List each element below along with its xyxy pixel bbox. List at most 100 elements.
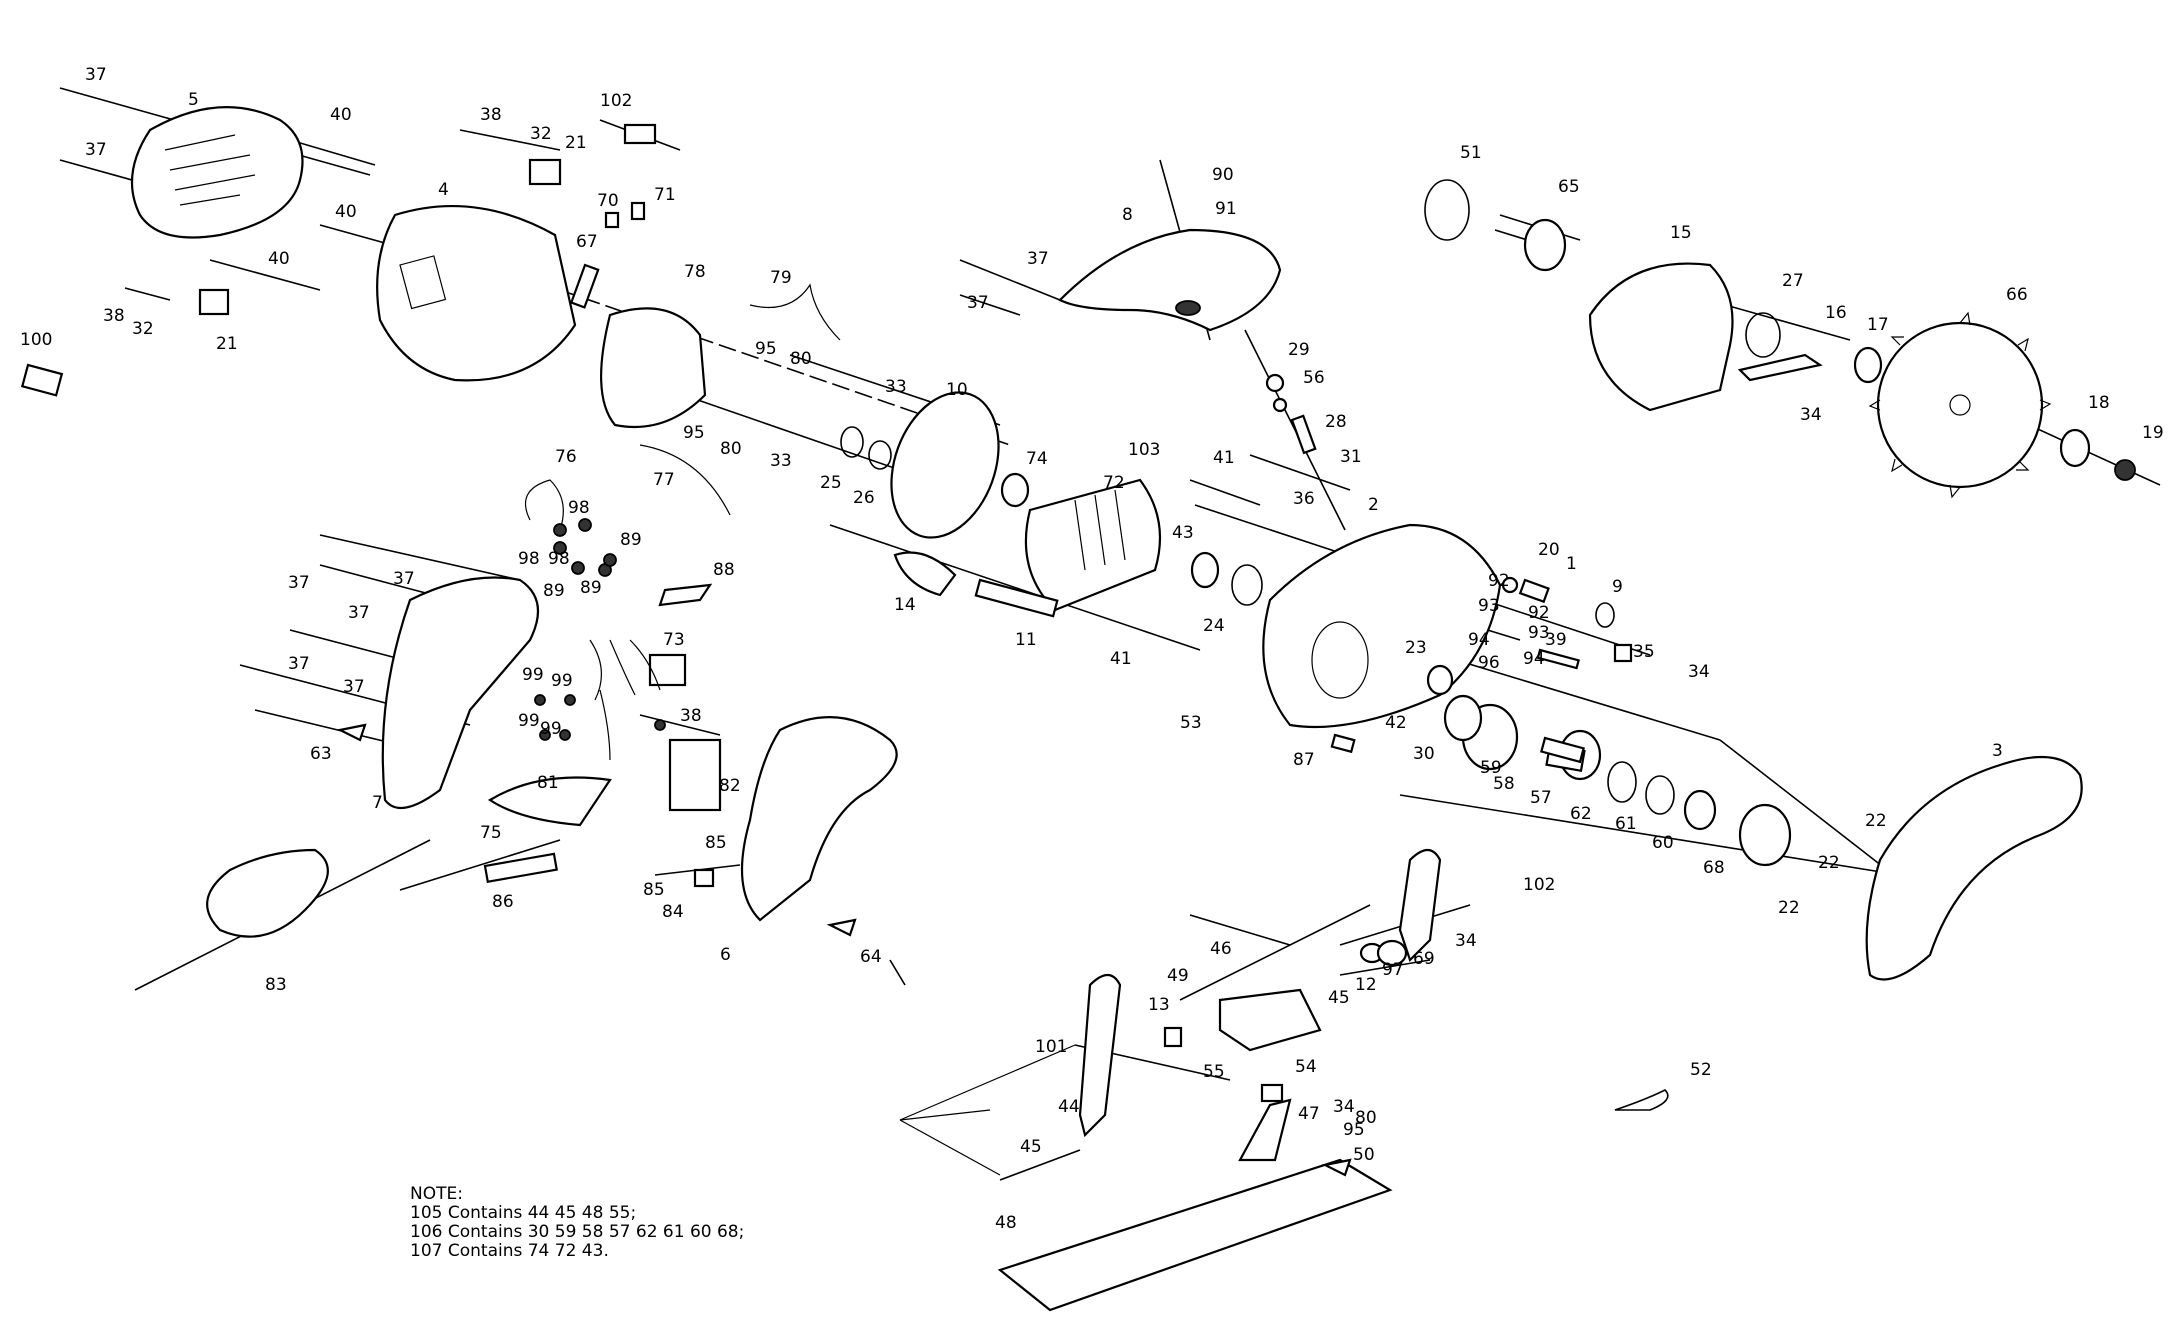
part-8-auxiliary-handle <box>1058 228 1282 332</box>
callout: 62 <box>1570 804 1592 824</box>
callout: 2 <box>1368 495 1379 515</box>
callout: 22 <box>1778 898 1800 918</box>
part-callouts: 37 5 40 37 40 40 38 32 21 102 4 70 71 67… <box>20 65 2164 1233</box>
callout: 92 <box>1488 571 1510 591</box>
note-line: 107 Contains 74 72 43. <box>410 1241 609 1261</box>
callout: 40 <box>330 105 352 125</box>
callout: 33 <box>770 451 792 471</box>
callout: 11 <box>1015 630 1037 650</box>
callout: 44 <box>1058 1097 1080 1117</box>
callout: 71 <box>654 185 676 205</box>
callout: 83 <box>265 975 287 995</box>
callout: 34 <box>1455 931 1477 951</box>
callout: 20 <box>1538 540 1560 560</box>
callout: 49 <box>1167 966 1189 986</box>
callout: 7 <box>372 793 383 813</box>
callout: 90 <box>1212 165 1234 185</box>
callout: 14 <box>894 595 916 615</box>
callout: 16 <box>1825 303 1847 323</box>
callout: 28 <box>1325 412 1347 432</box>
callout: 60 <box>1652 833 1674 853</box>
callout: 73 <box>663 630 685 650</box>
callout: 59 <box>1480 758 1502 778</box>
callout: 34 <box>1688 662 1710 682</box>
callout: 22 <box>1818 853 1840 873</box>
parts <box>20 106 2136 1312</box>
part-3-lower-guard <box>1865 755 2083 981</box>
callout: 40 <box>335 202 357 222</box>
callout: 37 <box>85 65 107 85</box>
callout: 31 <box>1340 447 1362 467</box>
callout: 52 <box>1690 1060 1712 1080</box>
callout: 3 <box>1992 741 2003 761</box>
callout: 99 <box>518 711 540 731</box>
callout: 37 <box>288 654 310 674</box>
callout: 33 <box>885 377 907 397</box>
callout: 77 <box>653 470 675 490</box>
part-103-armature <box>1024 478 1162 612</box>
callout: 30 <box>1413 744 1435 764</box>
callout: 79 <box>770 268 792 288</box>
callout: 19 <box>2142 423 2164 443</box>
callout: 80 <box>790 349 812 369</box>
callout: 41 <box>1110 649 1132 669</box>
callout: 74 <box>1026 449 1048 469</box>
callout: 93 <box>1478 596 1500 616</box>
callout: 21 <box>565 133 587 153</box>
callout: 100 <box>20 330 52 350</box>
callout: 37 <box>85 140 107 160</box>
callout: 58 <box>1493 774 1515 794</box>
callout: 91 <box>1215 199 1237 219</box>
callout: 48 <box>995 1213 1017 1233</box>
callout: 12 <box>1355 975 1377 995</box>
callout: 102 <box>1523 875 1555 895</box>
callout: 34 <box>1800 405 1822 425</box>
callout: 17 <box>1867 315 1889 335</box>
callout: 94 <box>1468 630 1490 650</box>
callout: 98 <box>548 549 570 569</box>
callout: 39 <box>1545 630 1567 650</box>
callout: 42 <box>1385 713 1407 733</box>
callout: 99 <box>522 665 544 685</box>
callout: 70 <box>597 191 619 211</box>
part-66-saw-blade <box>1876 321 2044 489</box>
callout: 97 <box>1382 960 1404 980</box>
callout: 46 <box>1210 939 1232 959</box>
callout: 56 <box>1303 368 1325 388</box>
callout: 32 <box>530 124 552 144</box>
callout: 80 <box>1355 1108 1377 1128</box>
part-4-motor-housing <box>376 204 577 382</box>
callout: 98 <box>518 549 540 569</box>
callout: 29 <box>1288 340 1310 360</box>
callout: 84 <box>662 902 684 922</box>
callout: 61 <box>1615 814 1637 834</box>
callout: 93 <box>1528 623 1550 643</box>
callout: 89 <box>580 578 602 598</box>
callout: 54 <box>1295 1057 1317 1077</box>
callout: 13 <box>1148 995 1170 1015</box>
callout: 80 <box>720 439 742 459</box>
callout: 96 <box>1478 653 1500 673</box>
callout: 5 <box>188 90 199 110</box>
callout: 67 <box>576 232 598 252</box>
callout: 37 <box>348 603 370 623</box>
callout: 45 <box>1020 1137 1042 1157</box>
callout: 68 <box>1703 858 1725 878</box>
callout: 53 <box>1180 713 1202 733</box>
callout: 37 <box>967 293 989 313</box>
callout: 88 <box>713 560 735 580</box>
callout: 37 <box>1027 249 1049 269</box>
callout: 26 <box>853 488 875 508</box>
callout: 95 <box>683 423 705 443</box>
callout: 38 <box>103 306 125 326</box>
callout: 87 <box>1293 750 1315 770</box>
callout: 89 <box>543 581 565 601</box>
callout: 9 <box>1612 577 1623 597</box>
callout: 99 <box>551 671 573 691</box>
callout: 64 <box>860 947 882 967</box>
callout: 82 <box>719 776 741 796</box>
callout: 4 <box>438 180 449 200</box>
callout: 81 <box>537 773 559 793</box>
callout: 95 <box>755 339 777 359</box>
callout: 38 <box>680 706 702 726</box>
